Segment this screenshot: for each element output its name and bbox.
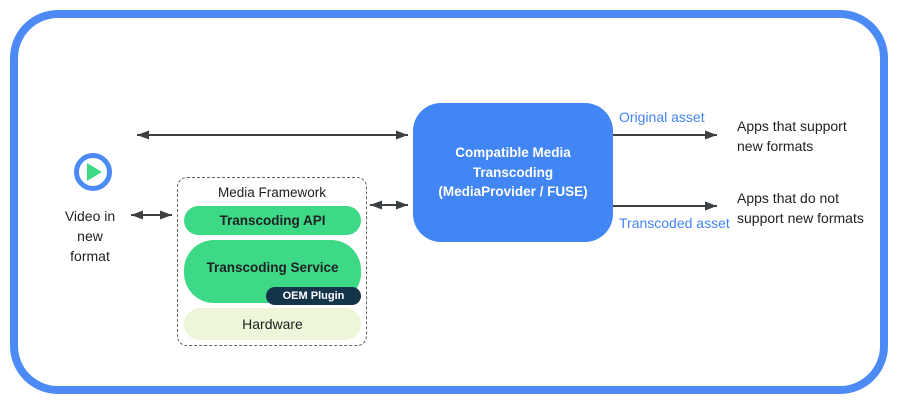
play-icon	[74, 153, 112, 191]
transcoding-api-pill: Transcoding API	[184, 206, 361, 235]
apps-do-not-support-new-formats-label: Apps that do not support new formats	[737, 190, 864, 226]
media-framework-title: Media Framework	[217, 185, 327, 200]
oem-plugin-pill: OEM Plugin	[266, 287, 361, 305]
transcoding-api-label: Transcoding API	[219, 213, 326, 228]
transcoding-service-pill: Transcoding Service OEM Plugin	[184, 240, 361, 305]
original-asset-label: Original asset	[619, 109, 705, 125]
video-source-label: Video in new format	[64, 208, 116, 264]
play-triangle-icon	[87, 163, 102, 181]
transcoded-asset-label: Transcoded asset	[619, 215, 730, 231]
transcoding-service-label: Transcoding Service	[206, 260, 339, 275]
hardware-pill: Hardware	[184, 308, 361, 340]
hardware-label: Hardware	[242, 316, 303, 332]
compatible-media-transcoding-box: Compatible Media Transcoding (MediaProvi…	[413, 103, 613, 242]
apps-support-new-formats-label: Apps that support new formats	[737, 118, 847, 154]
oem-plugin-label: OEM Plugin	[282, 290, 345, 302]
